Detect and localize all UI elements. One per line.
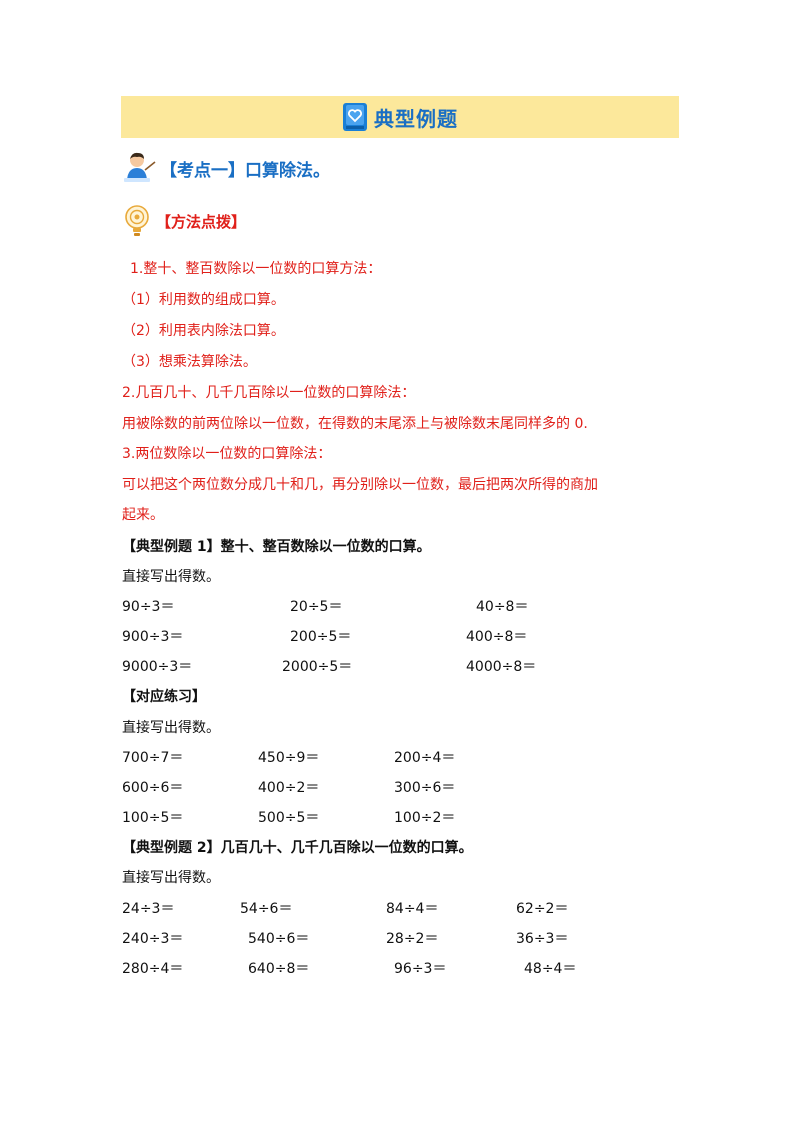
problem: 96÷3＝ xyxy=(394,961,447,977)
problem: 300÷6＝ xyxy=(394,780,456,796)
problem: 200÷4＝ xyxy=(394,750,456,766)
problem: 90÷3＝ xyxy=(122,599,175,615)
example2-title: 【典型例题 2】几百几十、几千几百除以一位数的口算。 xyxy=(122,840,473,856)
problem: 20÷5＝ xyxy=(290,599,343,615)
problem: 62÷2＝ xyxy=(516,901,569,917)
problem: 900÷3＝ xyxy=(122,629,184,645)
example1-instruction: 直接写出得数。 xyxy=(122,569,220,585)
problem: 9000÷3＝ xyxy=(122,659,193,675)
method-line-1: 1.整十、整百数除以一位数的口算方法： xyxy=(130,261,382,277)
problem: 400÷2＝ xyxy=(258,780,320,796)
method-line-4: （3）想乘法算除法。 xyxy=(122,354,257,370)
problem: 4000÷8＝ xyxy=(466,659,537,675)
problem: 600÷6＝ xyxy=(122,780,184,796)
banner-title: 典型例题 xyxy=(374,106,458,131)
method-line-7: 3.两位数除以一位数的口算除法： xyxy=(122,446,332,462)
problem: 48÷4＝ xyxy=(524,961,577,977)
book-heart-icon xyxy=(343,103,367,131)
problem: 36÷3＝ xyxy=(516,931,569,947)
problem: 40÷8＝ xyxy=(476,599,529,615)
problem: 100÷2＝ xyxy=(394,810,456,826)
problem: 540÷6＝ xyxy=(248,931,310,947)
practice-instruction: 直接写出得数。 xyxy=(122,720,220,736)
problem: 700÷7＝ xyxy=(122,750,184,766)
method-line-5: 2.几百几十、几千几百除以一位数的口算除法： xyxy=(122,385,416,401)
method-line-2: （1）利用数的组成口算。 xyxy=(122,292,285,308)
lightbulb-icon xyxy=(125,205,149,236)
example1-title: 【典型例题 1】整十、整百数除以一位数的口算。 xyxy=(122,539,431,555)
problem: 640÷8＝ xyxy=(248,961,310,977)
practice-title: 【对应练习】 xyxy=(122,689,206,705)
problem: 84÷4＝ xyxy=(386,901,439,917)
method-line-3: （2）利用表内除法口算。 xyxy=(122,323,285,339)
problem: 28÷2＝ xyxy=(386,931,439,947)
kaodian-title: 【考点一】口算除法。 xyxy=(160,160,330,181)
problem: 2000÷5＝ xyxy=(282,659,353,675)
problem: 54÷6＝ xyxy=(240,901,293,917)
method-line-9: 起来。 xyxy=(122,507,164,523)
problem: 200÷5＝ xyxy=(290,629,352,645)
problem: 500÷5＝ xyxy=(258,810,320,826)
example2-instruction: 直接写出得数。 xyxy=(122,870,220,886)
method-heading: 【方法点拨】 xyxy=(122,204,246,238)
problem: 24÷3＝ xyxy=(122,901,175,917)
problem: 280÷4＝ xyxy=(122,961,184,977)
problem: 240÷3＝ xyxy=(122,931,184,947)
problem: 100÷5＝ xyxy=(122,810,184,826)
problem: 400÷8＝ xyxy=(466,629,528,645)
method-line-8: 可以把这个两位数分成几十和几，再分别除以一位数，最后把两次所得的商加 xyxy=(122,477,598,493)
method-title: 【方法点拨】 xyxy=(156,212,247,231)
teacher-icon xyxy=(124,152,156,182)
method-line-6: 用被除数的前两位除以一位数，在得数的末尾添上与被除数末尾同样多的 0. xyxy=(122,416,588,432)
kaodian-heading: 【考点一】口算除法。 xyxy=(122,150,330,186)
problem: 450÷9＝ xyxy=(258,750,320,766)
section-banner: 典型例题 xyxy=(121,96,679,138)
